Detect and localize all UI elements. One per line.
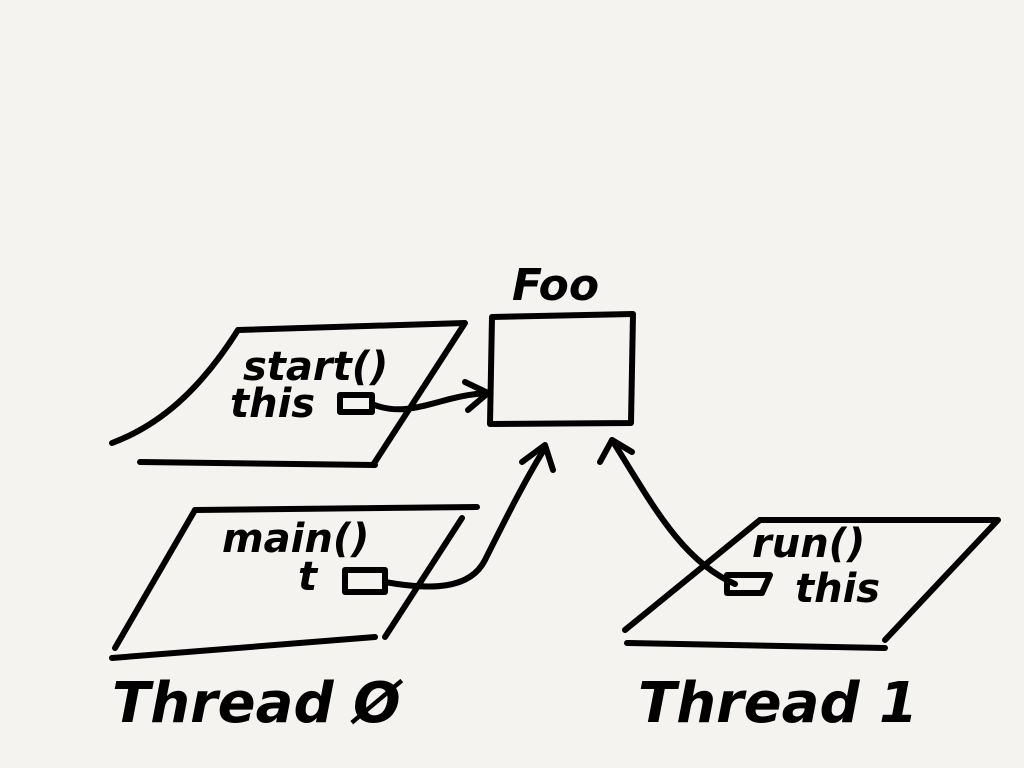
thread1-label: Thread 1	[638, 671, 918, 736]
main-frame-top	[192, 504, 480, 513]
start-frame-bottom	[137, 459, 378, 468]
start-frame-left-edge	[109, 327, 241, 446]
main-t-arrow	[382, 445, 548, 590]
run-method-label: run()	[752, 521, 865, 567]
start-this-reference-box	[337, 392, 375, 415]
foo-object-box	[487, 311, 636, 427]
main-frame-bottom	[109, 634, 378, 661]
run-this-label: this	[795, 566, 880, 612]
main-frame-left	[112, 507, 198, 651]
main-t-label: t	[298, 554, 319, 600]
run-frame-bottom	[624, 640, 888, 651]
run-this-arrow	[609, 437, 738, 587]
start-this-label: this	[230, 381, 315, 427]
main-t-arrowhead	[519, 442, 556, 473]
main-method-label: main()	[222, 516, 369, 562]
start-frame-top-right	[235, 320, 468, 468]
start-this-arrowhead	[462, 379, 491, 413]
run-this-reference-box	[724, 572, 773, 596]
run-this-arrowhead	[597, 437, 635, 465]
run-frame-top-right	[757, 517, 1001, 643]
main-frame-right	[382, 515, 465, 640]
start-this-arrow	[369, 390, 491, 413]
main-t-reference-box	[342, 567, 388, 595]
foo-label: Foo	[512, 260, 599, 311]
run-frame-left	[622, 517, 763, 633]
thread0-label: Thread Ø	[112, 671, 404, 736]
start-method-label: start()	[243, 344, 388, 390]
